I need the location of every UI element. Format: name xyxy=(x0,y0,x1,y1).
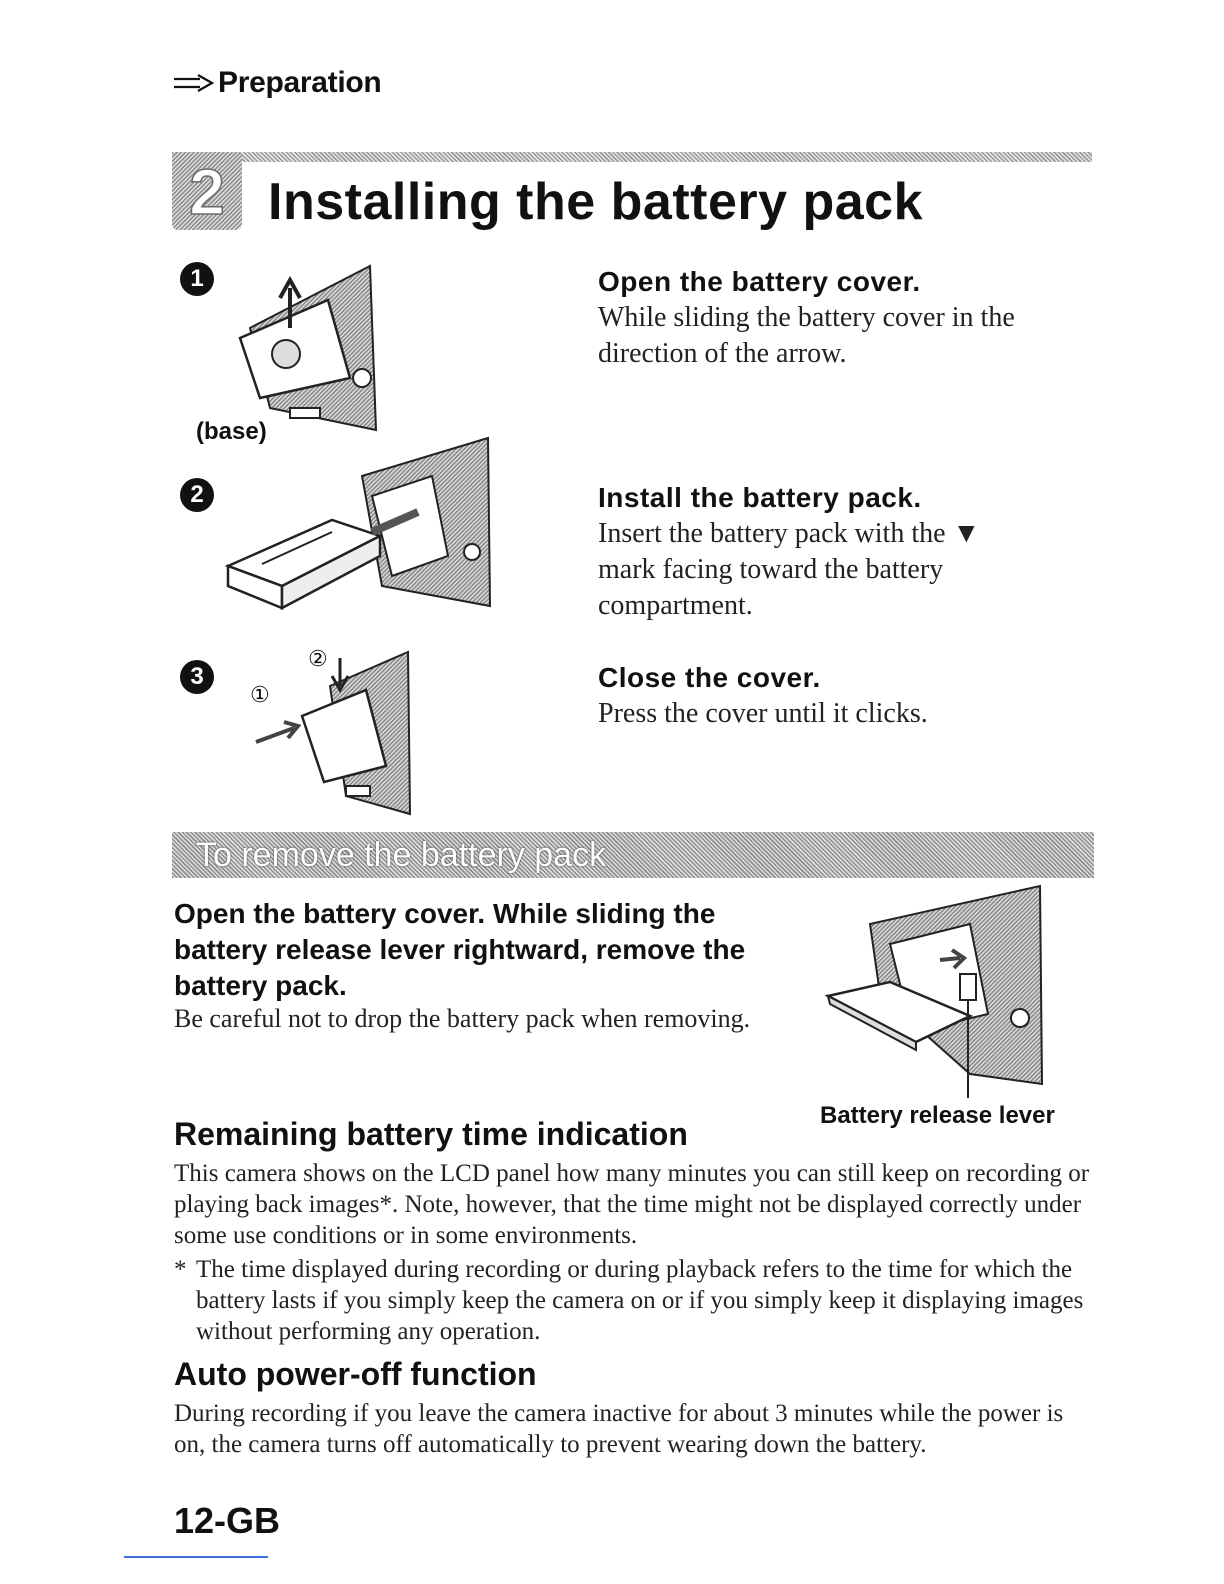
footer-accent-line xyxy=(124,1556,268,1558)
page-title: Installing the battery pack xyxy=(268,173,923,231)
step-2-body: Insert the battery pack with the ▼ mark … xyxy=(598,516,1118,624)
step-badge-icon: 2 xyxy=(172,152,242,230)
remove-heading: Open the battery cover. While sliding th… xyxy=(174,898,746,1001)
step-3-marker-1: ① xyxy=(250,682,270,707)
remaining-body: This camera shows on the LCD panel how m… xyxy=(174,1160,1090,1249)
step-2-body-line-1: Insert the battery pack with the ▼ xyxy=(598,518,981,549)
step-1-body: While sliding the battery cover in the d… xyxy=(598,302,1015,369)
step-2-body-line-3: compartment. xyxy=(598,590,753,621)
footnote-text: The time displayed during recording or d… xyxy=(196,1256,1084,1345)
section-header: Preparation xyxy=(172,66,382,100)
step-3-marker-2: ② xyxy=(308,646,328,671)
remove-illustration xyxy=(824,884,1044,1098)
step-1-heading: Open the battery cover. xyxy=(598,266,921,297)
step-3-illustration xyxy=(255,650,412,816)
remove-body: Be careful not to drop the battery pack … xyxy=(174,1004,751,1033)
remove-band-title: To remove the battery pack xyxy=(196,836,607,874)
remaining-footnote: * The time displayed during recording or… xyxy=(174,1254,1094,1347)
auto-power-body: During recording if you leave the camera… xyxy=(174,1400,1064,1458)
footnote-mark: * xyxy=(174,1256,187,1283)
step-number-3: 3 xyxy=(180,660,214,694)
step-3-heading: Close the cover. xyxy=(598,662,821,693)
step-number-1: 1 xyxy=(180,262,214,296)
page-number: 12-GB xyxy=(174,1500,281,1541)
step-3-body: Press the cover until it clicks. xyxy=(598,698,928,729)
remaining-heading: Remaining battery time indication xyxy=(174,1116,688,1152)
section-label: Preparation xyxy=(218,66,382,99)
double-arrow-icon xyxy=(174,74,215,92)
auto-power-heading: Auto power-off function xyxy=(174,1356,537,1392)
step-2-heading: Install the battery pack. xyxy=(598,482,922,513)
battery-release-lever-label: Battery release lever xyxy=(820,1102,1055,1129)
step-1-illustration xyxy=(238,264,378,432)
step-2-body-line-2: mark facing toward the battery xyxy=(598,554,944,585)
step-number-2: 2 xyxy=(180,478,214,512)
remove-band xyxy=(172,832,1094,878)
step-badge-number: 2 xyxy=(189,156,225,228)
step-1-caption: (base) xyxy=(196,418,267,445)
step-2-illustration xyxy=(224,436,492,611)
title-band xyxy=(172,152,1092,162)
